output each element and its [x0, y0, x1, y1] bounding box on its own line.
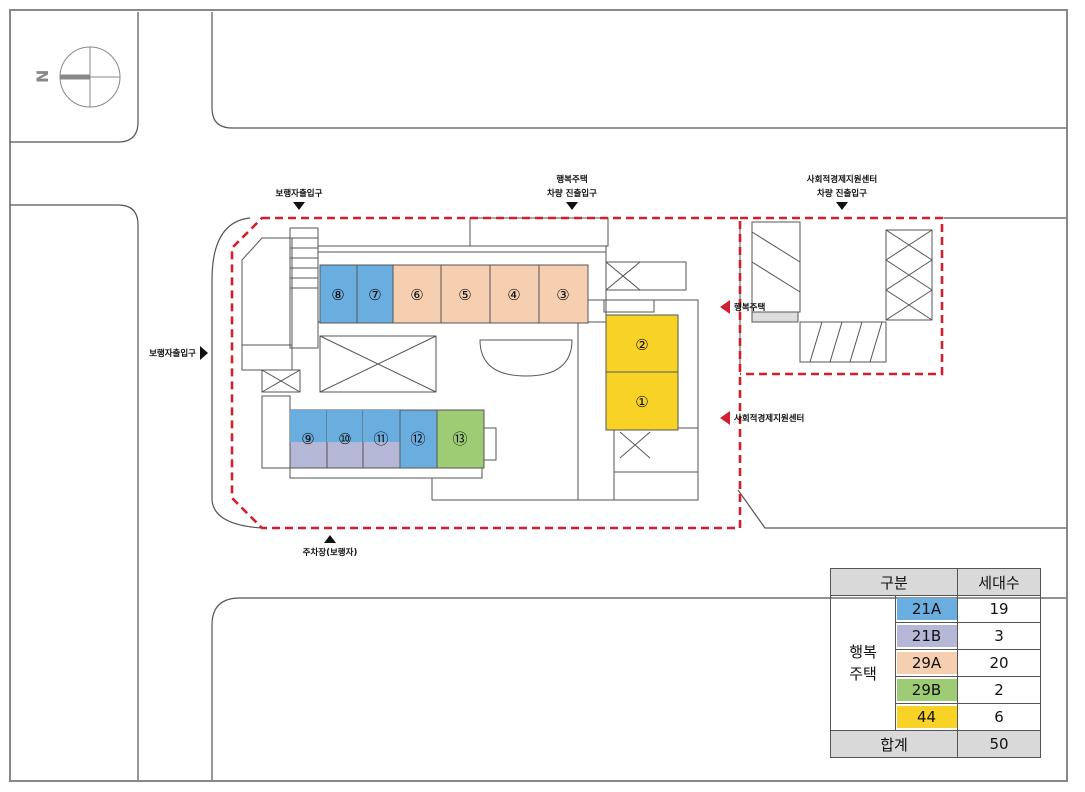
- north-label: N: [33, 70, 52, 83]
- legend-total-count: 50: [957, 730, 1041, 758]
- unit-1-label: ①: [635, 393, 648, 411]
- legend-header-row: 구분 세대수: [830, 568, 1041, 596]
- legend-row: 행복 주택 21A 19: [830, 595, 1041, 731]
- legend-type-44: 44: [895, 703, 958, 731]
- legend-total-row: 합계 50: [830, 730, 1041, 758]
- center-marker-label: 사회적경제지원센터: [734, 413, 804, 424]
- housing-vehicle-arrow: [566, 202, 578, 210]
- legend-type-21a: 21A: [895, 595, 958, 623]
- unit-12-label: ⑫: [410, 430, 425, 448]
- legend-header-category: 구분: [830, 568, 958, 596]
- unit-4-label: ④: [507, 286, 520, 304]
- site-boundary: [230, 216, 944, 530]
- unit-4-block: [489, 264, 540, 324]
- unit-3-block: [538, 264, 589, 324]
- center-vehicle-line1: 사회적경제지원센터: [807, 174, 877, 185]
- unit-6-block: [392, 264, 442, 324]
- legend-row: 29A 20: [831, 649, 1041, 677]
- ped-entrance-left-arrow: [200, 346, 208, 360]
- legend-count-44: 6: [957, 703, 1041, 731]
- unit-10-label: ⑩: [338, 430, 351, 448]
- unit-12-block: [399, 409, 438, 469]
- housing-units: ⑧ ⑦ ⑥ ⑤ ④ ③ ② ① ⑨ ⑩ ⑪ ⑫ ⑬: [289, 264, 679, 469]
- unit-3-label: ③: [556, 286, 569, 304]
- ped-entrance-top-label: 보행자출입구: [276, 188, 323, 199]
- unit-1-block: [605, 371, 679, 431]
- unit-5-label: ⑤: [458, 286, 471, 304]
- housing-marker-label: 행복주택: [734, 302, 765, 313]
- housing-vehicle-line1: 행복주택: [556, 174, 587, 185]
- unit-8-label: ⑧: [331, 286, 344, 304]
- unit-13-block: [436, 409, 485, 469]
- unit-2-label: ②: [635, 336, 648, 354]
- legend-type-29b: 29B: [895, 676, 958, 704]
- unit-11-label: ⑪: [373, 430, 388, 448]
- building-outline: [241, 217, 933, 501]
- housing-vehicle-line2: 차량 진출입구: [547, 188, 597, 199]
- legend-group-line1: 행복: [849, 643, 877, 661]
- swatch-21b: 21B: [896, 625, 957, 647]
- housing-marker-arrow: [720, 300, 730, 314]
- legend-row: 21B 3: [831, 622, 1041, 650]
- ped-entrance-left-label: 보행자출입구: [149, 348, 196, 359]
- legend-total-label: 합계: [830, 730, 958, 758]
- parking-ped-label: 주차장(보행자): [303, 547, 358, 558]
- unit-13-label: ⑬: [452, 430, 467, 448]
- entrance-annotations: 보행자출입구 행복주택 차량 진출입구 사회적경제지원센터 차량 진출입구 보행…: [149, 174, 877, 558]
- legend-count-29b: 2: [957, 676, 1041, 704]
- legend-type-21b: 21B: [895, 622, 958, 650]
- swatch-29b: 29B: [896, 679, 957, 701]
- center-vehicle-line2: 차량 진출입구: [817, 188, 867, 199]
- north-arrow: N: [33, 46, 121, 108]
- parking-arrow: [324, 535, 336, 543]
- swatch-29a: 29A: [896, 652, 957, 674]
- swatch-44: 44: [896, 706, 957, 728]
- legend-count-21b: 3: [957, 622, 1041, 650]
- legend-group-line2: 주택: [849, 665, 877, 683]
- swatch-21a: 21A: [896, 598, 957, 620]
- unit-9-label: ⑨: [301, 430, 314, 448]
- legend-row: 44 6: [831, 703, 1041, 731]
- road-lines: [10, 12, 1066, 780]
- ped-entrance-top-arrow: [293, 202, 305, 210]
- center-marker-arrow: [720, 411, 730, 425]
- legend-group-label: 행복 주택: [830, 595, 896, 731]
- unit-8-block: [319, 264, 358, 324]
- unit-5-block: [440, 264, 491, 324]
- legend-count-29a: 20: [957, 649, 1041, 677]
- unit-legend-table: 구분 세대수 행복 주택 21A 19 21B 3 29A 20 29B 2 4…: [830, 568, 1041, 758]
- legend-header-count: 세대수: [957, 568, 1041, 596]
- center-vehicle-arrow: [836, 202, 848, 210]
- legend-count-21a: 19: [957, 595, 1041, 623]
- legend-type-29a: 29A: [895, 649, 958, 677]
- unit-7-label: ⑦: [368, 286, 381, 304]
- unit-7-block: [356, 264, 394, 324]
- legend-row: 29B 2: [831, 676, 1041, 704]
- unit-2-block: [605, 314, 679, 373]
- unit-6-label: ⑥: [410, 286, 423, 304]
